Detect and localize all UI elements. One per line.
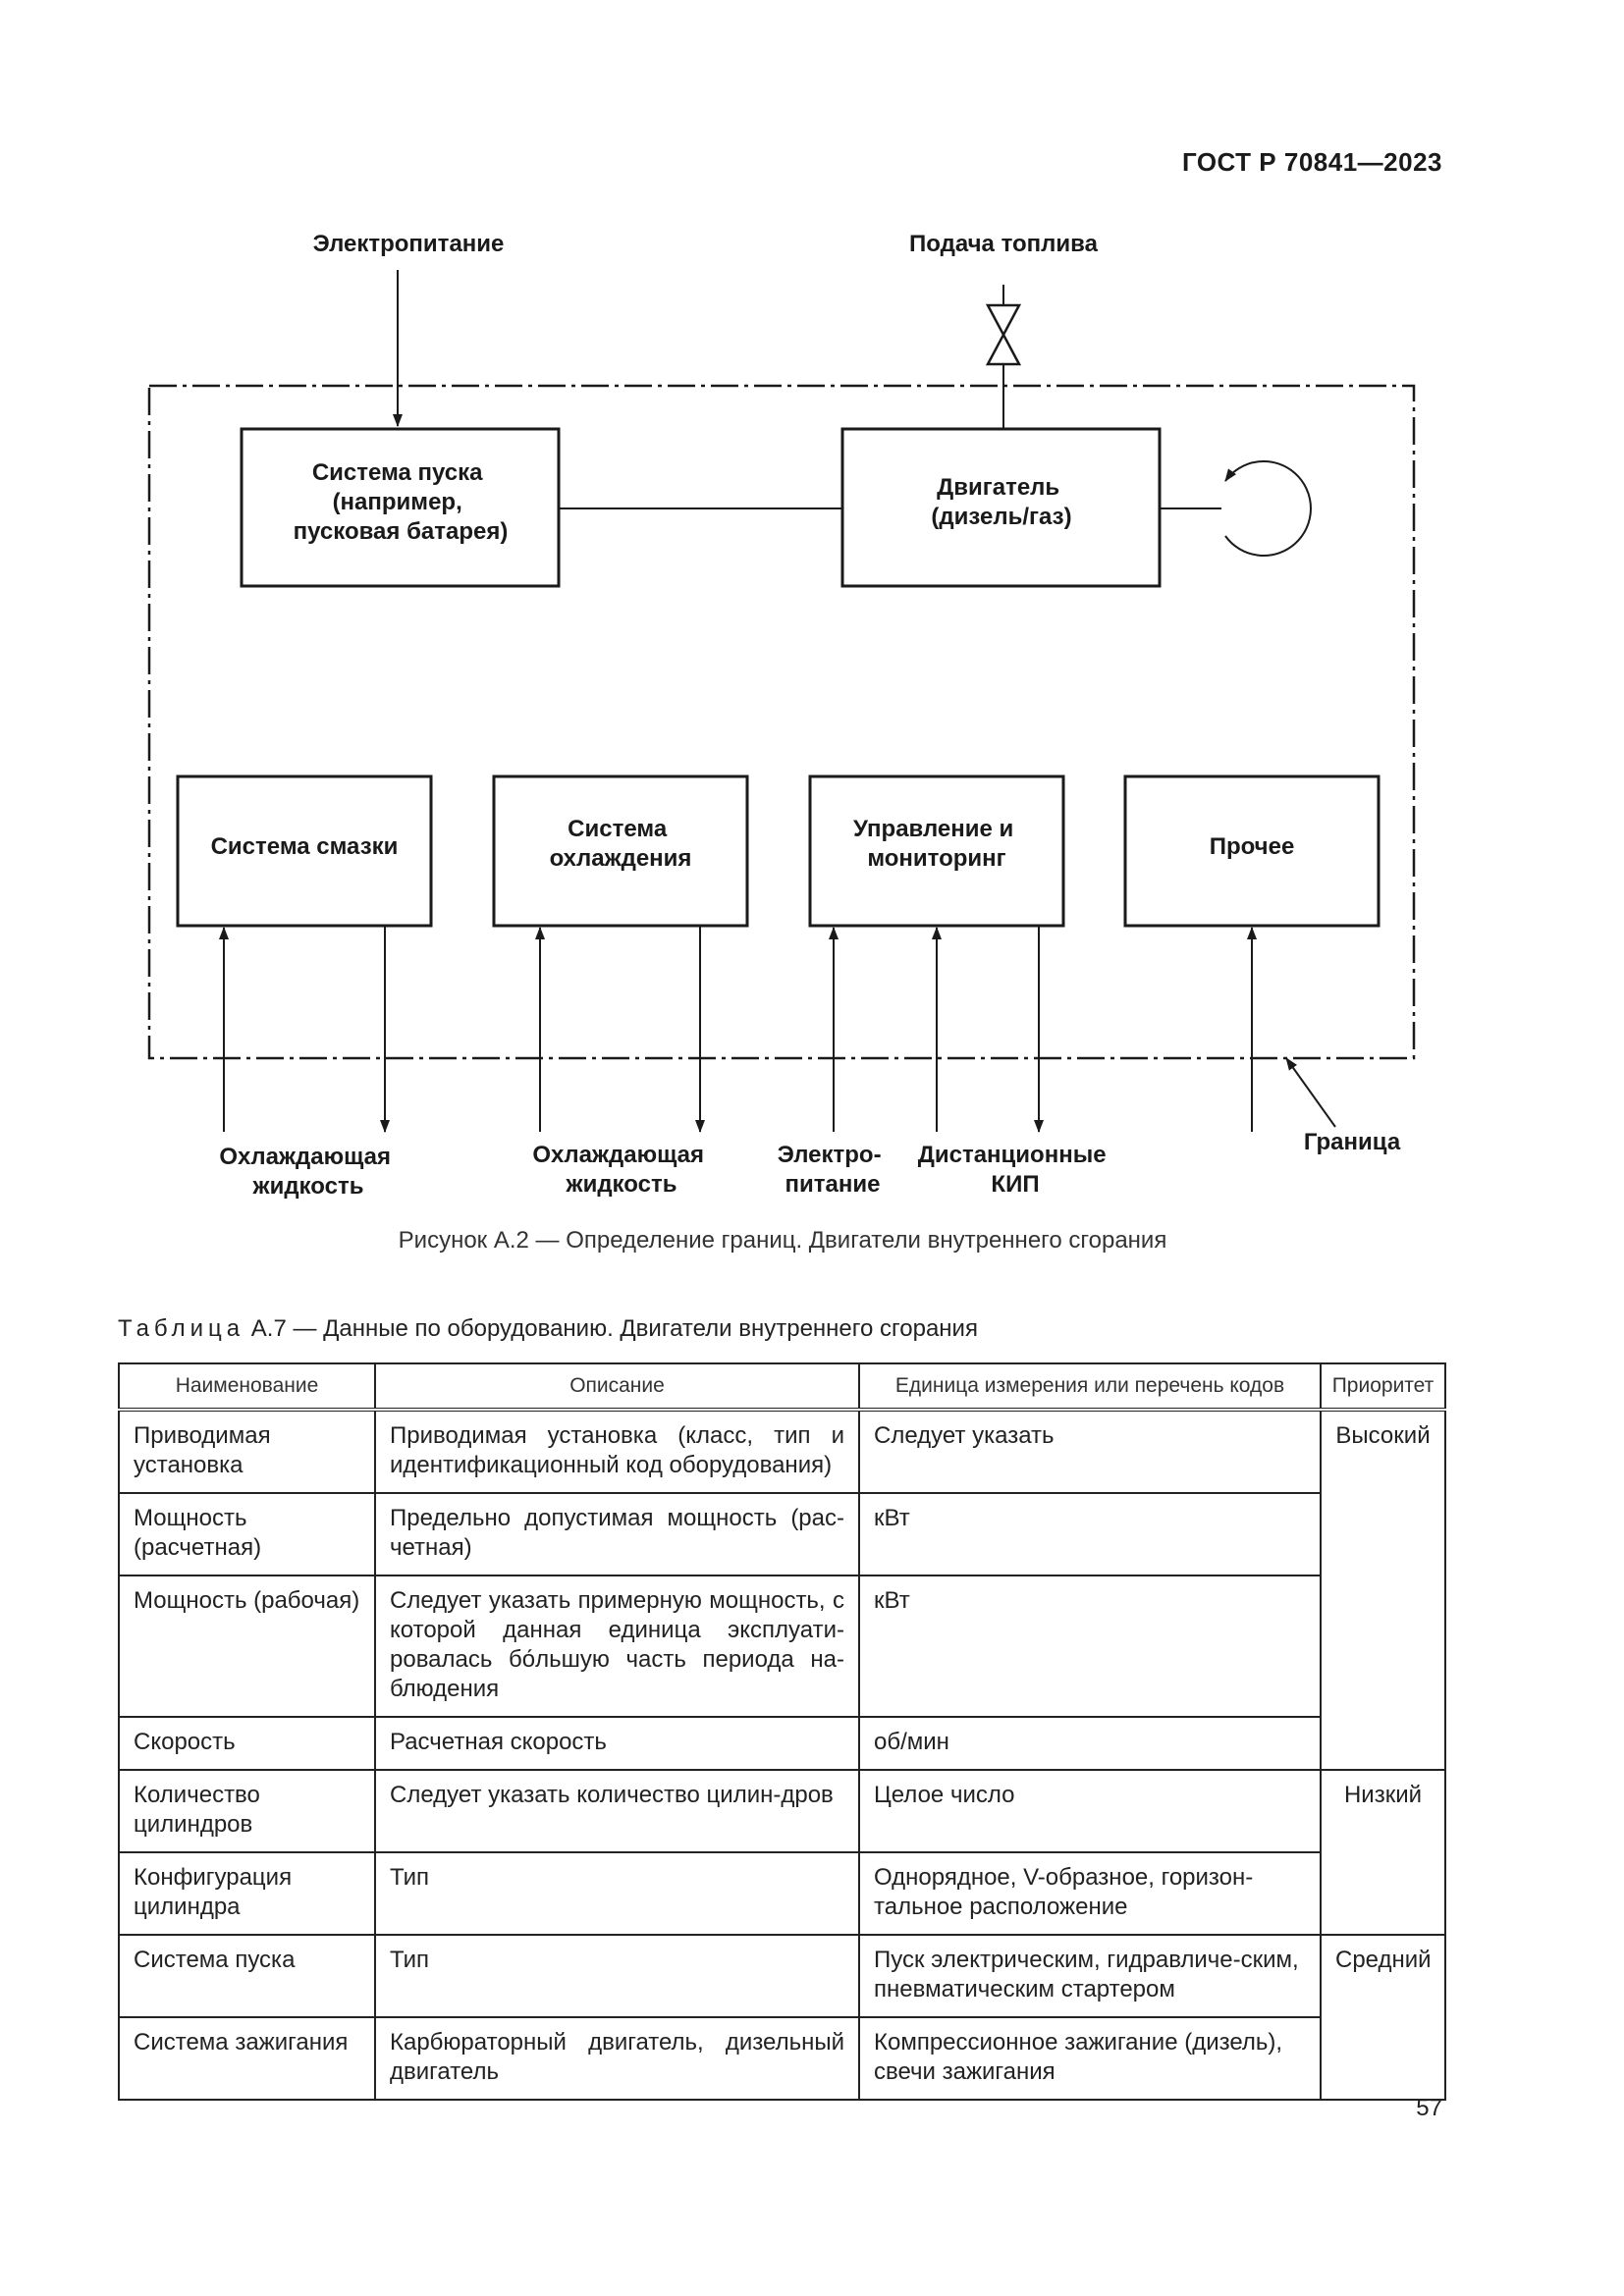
boundary-pointer-arrow	[1285, 1057, 1336, 1128]
cell-description: Следует указать примерную мощность, с ко…	[374, 1575, 860, 1718]
cell-unit: кВт	[858, 1575, 1322, 1718]
box-start-system	[240, 427, 561, 588]
table-row: Конфигурация цилиндра Тип Однорядное, V-…	[118, 1851, 1446, 1936]
cell-name: Количество цилиндров	[118, 1769, 376, 1853]
table-row: Система зажигания Карбюраторный двигател…	[118, 2016, 1446, 2101]
label-coolant-2: Охлаждающая жидкость	[532, 1142, 710, 1198]
cell-unit: Следует указать	[858, 1409, 1322, 1494]
box-cooling-label: Система охлаждения	[550, 816, 692, 872]
cell-priority	[1320, 1852, 1446, 1936]
cell-description: Тип	[374, 1934, 860, 2018]
box-lubrication	[176, 774, 433, 928]
cell-priority	[1320, 2017, 1446, 2101]
box-control	[808, 774, 1065, 928]
box-other	[1123, 774, 1380, 928]
header-priority: Приоритет	[1320, 1362, 1446, 1412]
table-title: Таблица А.7 — Данные по оборудованию. Дв…	[118, 1315, 978, 1343]
cell-name: Система пуска	[118, 1934, 376, 2018]
cell-description: Карбюраторный двигатель, дизельный двига…	[374, 2016, 860, 2101]
header-unit: Единица измерения или перечень кодов	[858, 1362, 1322, 1412]
label-power-output: Электро- питание	[778, 1142, 889, 1198]
cell-name: Мощность (рабочая)	[118, 1575, 376, 1718]
document-code: ГОСТ Р 70841—2023	[1181, 147, 1442, 177]
table-row: Приводимая установка Приводимая установк…	[118, 1409, 1446, 1494]
cell-priority: Высокий	[1320, 1409, 1446, 1493]
header-description: Описание	[374, 1362, 860, 1412]
table-row: Скорость Расчетная скорость об/мин	[118, 1716, 1446, 1771]
cell-description: Предельно допустимая мощность (рас-четна…	[374, 1492, 860, 1576]
cell-priority	[1320, 1575, 1446, 1717]
cell-unit: об/мин	[858, 1716, 1322, 1771]
table-title-prefix: Таблица	[118, 1315, 245, 1342]
label-coolant-1: Охлаждающая жидкость	[219, 1144, 397, 1200]
cell-description: Приводимая установка (класс, тип и идент…	[374, 1409, 860, 1494]
equipment-data-table: Наименование Описание Единица измерения …	[118, 1362, 1446, 2101]
table-row: Мощность (рабочая) Следует указать приме…	[118, 1575, 1446, 1718]
fuel-valve-icon	[985, 303, 1022, 366]
box-engine-label: Двигатель (дизель/газ)	[931, 474, 1071, 530]
cell-description: Расчетная скорость	[374, 1716, 860, 1771]
table-row: Мощность (расчетная) Предельно допустима…	[118, 1492, 1446, 1576]
label-boundary: Граница	[1304, 1129, 1401, 1155]
cell-name: Конфигурация цилиндра	[118, 1851, 376, 1936]
box-lubrication-label: Система смазки	[211, 833, 399, 860]
box-cooling	[492, 774, 749, 928]
cell-priority: Низкий	[1320, 1769, 1446, 1852]
boundary-diagram: Электропитание Подача топлива Система пу…	[147, 231, 1416, 1200]
cell-name: Приводимая установка	[118, 1409, 376, 1494]
box-control-label: Управление и мониторинг	[853, 816, 1020, 872]
cell-name: Мощность (расчетная)	[118, 1492, 376, 1576]
cell-description: Тип	[374, 1851, 860, 1936]
cell-unit: кВт	[858, 1492, 1322, 1576]
cell-unit: Однорядное, V-образное, горизон-тальное …	[858, 1851, 1322, 1936]
figure-caption: Рисунок А.2 — Определение границ. Двигат…	[398, 1227, 1167, 1254]
label-remote-instruments: Дистанционные КИП	[918, 1142, 1112, 1198]
cell-description: Следует указать количество цилин-дров	[374, 1769, 860, 1853]
page-number: 57	[1416, 2095, 1442, 2121]
cell-unit: Целое число	[858, 1769, 1322, 1853]
cell-priority: Средний	[1320, 1934, 1446, 2017]
box-engine	[840, 427, 1162, 588]
rotation-arrow-icon	[1224, 460, 1312, 557]
table-title-text: А.7 — Данные по оборудованию. Двигатели …	[250, 1315, 978, 1342]
table-row: Система пуска Тип Пуск электрическим, ги…	[118, 1934, 1446, 2018]
box-start-system-label: Система пуска (например, пусковая батаре…	[294, 459, 509, 545]
header-name: Наименование	[118, 1362, 376, 1412]
cell-unit: Компрессионное зажигание (дизель), свечи…	[858, 2016, 1322, 2101]
cell-name: Скорость	[118, 1716, 376, 1771]
cell-priority	[1320, 1717, 1446, 1771]
label-fuel-supply: Подача топлива	[909, 231, 1099, 257]
cell-unit: Пуск электрическим, гидравличе-ским, пне…	[858, 1934, 1322, 2018]
table-header-row: Наименование Описание Единица измерения …	[118, 1362, 1446, 1412]
box-other-label: Прочее	[1210, 833, 1295, 860]
cell-name: Система зажигания	[118, 2016, 376, 2101]
label-power-input: Электропитание	[313, 231, 505, 257]
cell-priority	[1320, 1493, 1446, 1575]
table-row: Количество цилиндров Следует указать кол…	[118, 1769, 1446, 1853]
boundary-rectangle	[147, 384, 1416, 1060]
